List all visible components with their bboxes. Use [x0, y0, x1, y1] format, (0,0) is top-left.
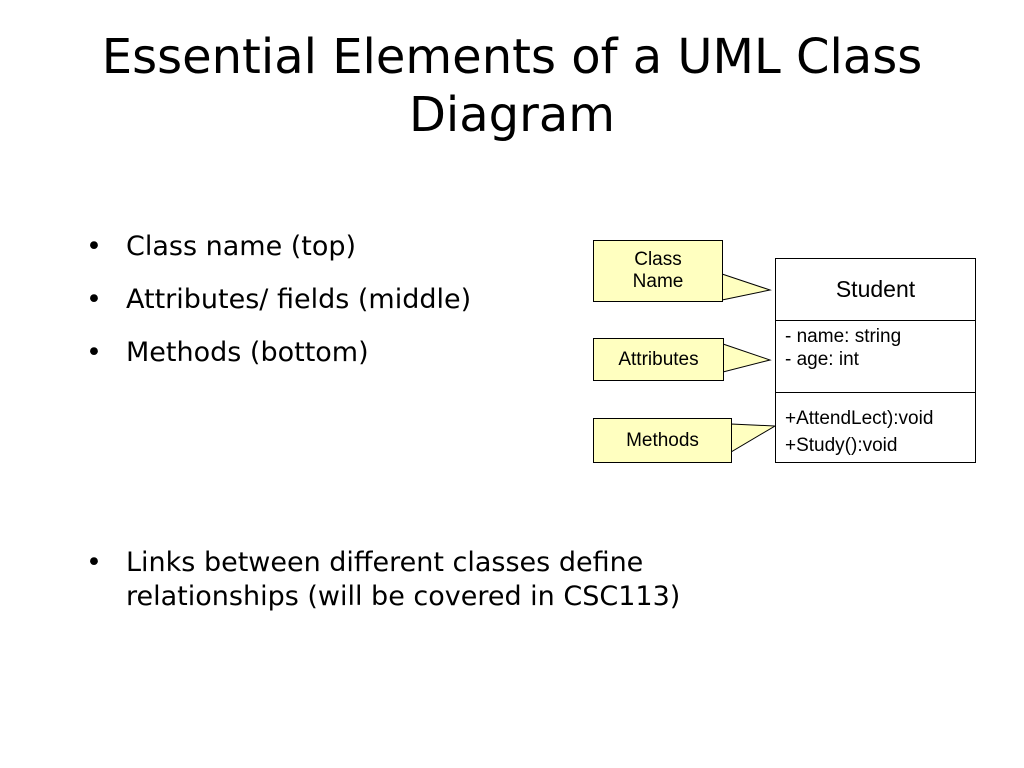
- uml-method: +AttendLect):void: [785, 408, 934, 429]
- bullet-text: Class name (top): [126, 231, 357, 262]
- uml-class-box: Student - name: string - age: int +Atten…: [775, 258, 976, 463]
- bullet-text: Links between different classes define r…: [126, 547, 681, 612]
- uml-attributes-section: - name: string - age: int: [776, 321, 975, 393]
- uml-method: +Study():void: [785, 435, 898, 456]
- bullet-icon: •: [86, 547, 102, 578]
- bullet-list-top: • Class name (top) • Attributes/ fields (m…: [86, 230, 471, 389]
- uml-attribute: - age: int: [785, 349, 859, 370]
- class-name-callout: Class Name: [593, 240, 723, 302]
- uml-methods-section: +AttendLect):void +Study():void: [776, 393, 975, 459]
- bullet-item: • Class name (top): [86, 230, 471, 264]
- attributes-pointer: [722, 343, 772, 373]
- bullet-item: • Attributes/ fields (middle): [86, 283, 471, 317]
- uml-attribute: - name: string: [785, 326, 902, 347]
- methods-pointer: [730, 423, 777, 453]
- callout-label: Attributes: [618, 348, 699, 370]
- bullet-list-bottom: • Links between different classes define …: [86, 546, 806, 632]
- bullet-icon: •: [86, 231, 102, 262]
- bullet-item: • Methods (bottom): [86, 336, 471, 370]
- callout-label-line-1: Class: [634, 249, 682, 270]
- attributes-callout: Attributes: [593, 338, 724, 381]
- slide-title: Essential Elements of a UML Class Diagra…: [101, 29, 923, 143]
- methods-callout: Methods: [593, 418, 732, 463]
- bullet-text: Methods (bottom): [126, 337, 369, 368]
- uml-class-name: Student: [776, 259, 975, 321]
- bullet-text: Attributes/ fields (middle): [126, 284, 472, 315]
- class-name-pointer: [721, 273, 772, 301]
- callout-label: Methods: [626, 429, 699, 451]
- callout-label-line-2: Name: [632, 271, 684, 292]
- bullet-icon: •: [86, 337, 102, 368]
- bullet-icon: •: [86, 284, 102, 315]
- bullet-item: • Links between different classes define …: [86, 546, 806, 614]
